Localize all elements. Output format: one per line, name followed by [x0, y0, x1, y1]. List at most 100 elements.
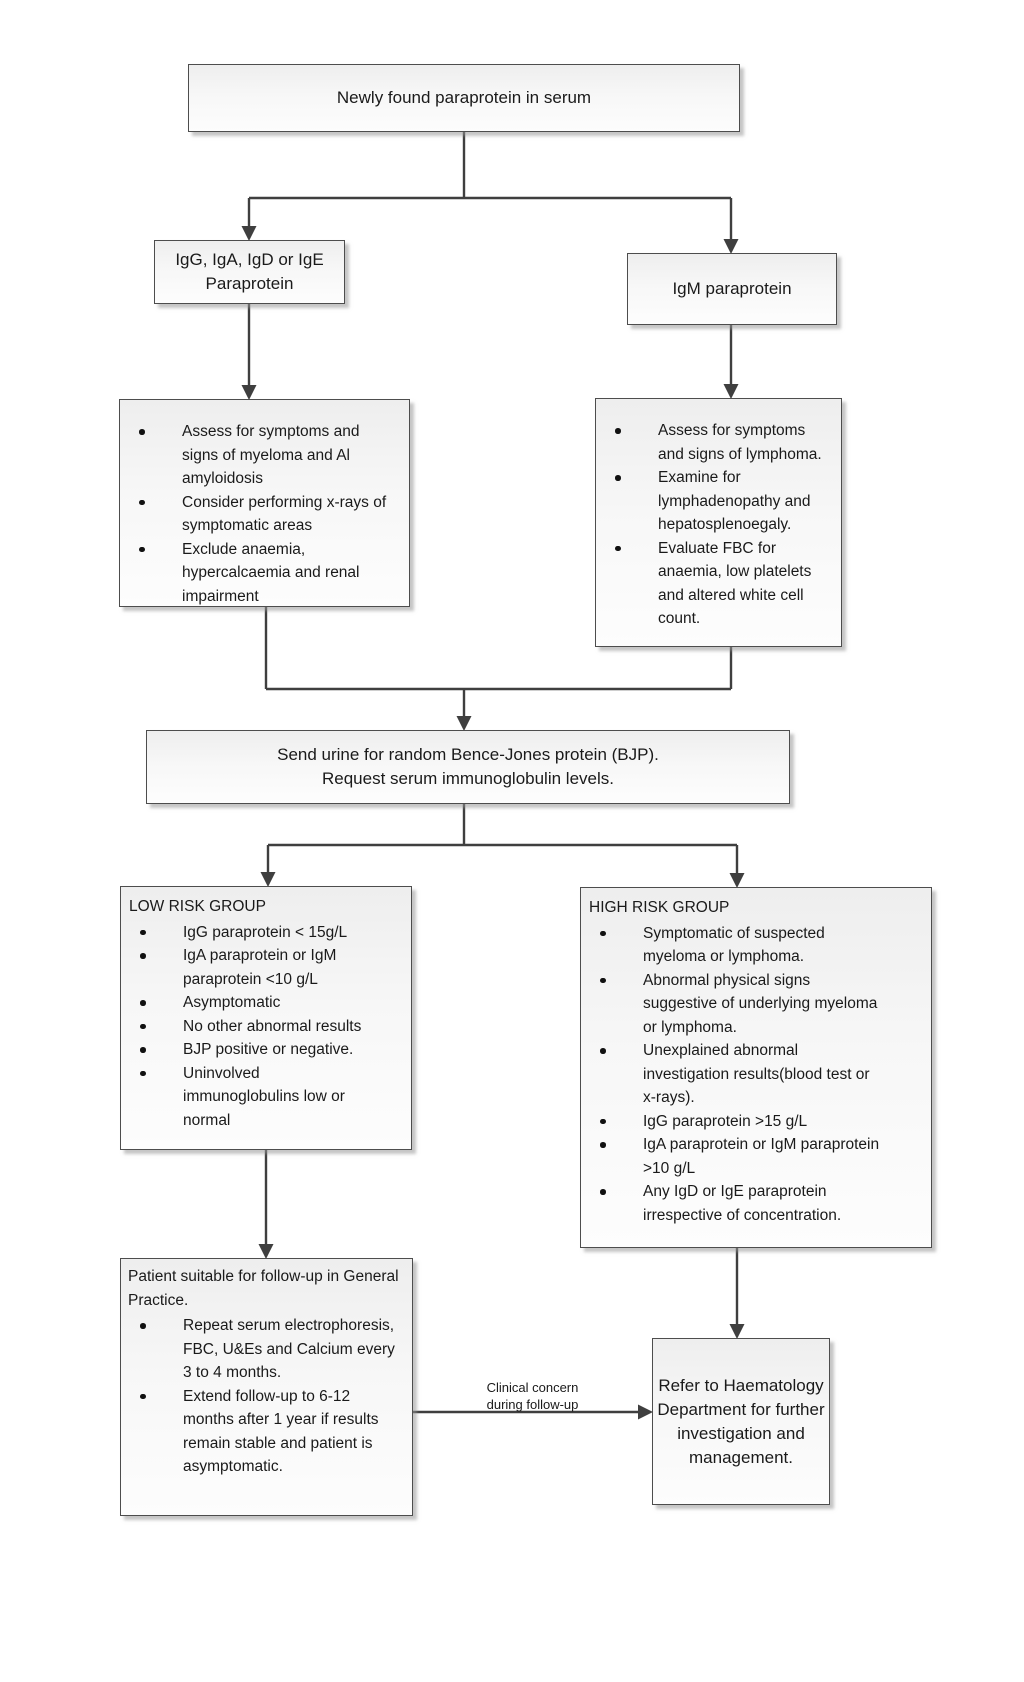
bullet-text: Evaluate FBC for anaemia, low platelets … — [658, 539, 812, 628]
bullet-item: IgA paraprotein or IgM paraprotein <10 g… — [121, 944, 411, 991]
bullet-text: Assess for symptoms and signs of myeloma… — [182, 423, 360, 487]
bullet-dot-col — [120, 538, 182, 609]
bullet-item: Unexplained abnormal investigation resul… — [581, 1039, 931, 1110]
bullet-dot — [140, 1393, 146, 1399]
node-lymphoma-workup: Assess for symptoms and signs of lymphom… — [595, 398, 842, 647]
bullet-text: Extend follow-up to 6-12 months after 1 … — [183, 1387, 379, 1476]
bullet-dot-col — [121, 1385, 183, 1479]
bullet-list: IgG paraprotein < 15g/L IgA paraprotein o… — [121, 919, 411, 1133]
bullet-text: Asymptomatic — [183, 994, 281, 1011]
bullet-dot-col — [596, 419, 658, 466]
bullet-dot-col — [121, 1314, 183, 1385]
node-start-label: Newly found paraprotein in serum — [336, 88, 592, 107]
node-gp-followup: Patient suitable for follow-up in Genera… — [120, 1258, 413, 1516]
bullet-dot-col — [120, 491, 182, 538]
bullet-item: Uninvolved immunoglobulins low or normal — [121, 1062, 411, 1133]
arrow-head — [729, 1324, 745, 1339]
bullet-item: Symptomatic of suspected myeloma or lymp… — [581, 922, 931, 969]
bullet-text: Unexplained abnormal investigation resul… — [643, 1042, 870, 1106]
node-refer-haematology: Refer to Haematology Department for furt… — [652, 1338, 830, 1505]
bullet-text: Uninvolved immunoglobulins low or normal — [183, 1064, 345, 1129]
bullet-dot — [139, 546, 145, 552]
high-risk-title: HIGH RISK GROUP — [589, 899, 730, 916]
arrow-head — [723, 239, 739, 254]
arrow-head — [723, 384, 739, 399]
arrow-head — [258, 1244, 274, 1259]
arrow-head — [456, 716, 472, 731]
bullet-dot-col — [581, 1180, 643, 1227]
bullet-dot — [140, 1047, 146, 1053]
arrow-head — [241, 226, 257, 241]
bullet-dot-col — [581, 969, 643, 1040]
bullet-text: IgA paraprotein or IgM paraprotein <10 g… — [183, 947, 337, 988]
bullet-item: Extend follow-up to 6-12 months after 1 … — [121, 1385, 412, 1479]
bullet-dot — [615, 475, 621, 481]
bullet-dot — [600, 1142, 606, 1148]
node-myeloma-workup: Assess for symptoms and signs of myeloma… — [119, 399, 410, 607]
bullet-dot-col — [121, 1015, 183, 1039]
bullet-dot-col — [581, 1039, 643, 1110]
bullet-item: Assess for symptoms and signs of lymphom… — [596, 419, 841, 466]
bullet-dot — [600, 930, 606, 936]
node-igg-label: IgG, IgA, IgD or IgE Paraprotein — [175, 250, 324, 293]
bullet-dot — [615, 545, 621, 551]
bullet-text: No other abnormal results — [183, 1017, 362, 1035]
bullet-text: Examine for lymphadenopathy and hepatosp… — [658, 469, 811, 533]
bullet-item: Exclude anaemia, hypercalcaemia and rena… — [120, 538, 409, 609]
bullet-item: Assess for symptoms and signs of myeloma… — [120, 420, 409, 491]
bullet-list: Assess for symptoms and signs of myeloma… — [120, 400, 409, 608]
bullet-item: Repeat serum electrophoresis, FBC, U&Es … — [121, 1314, 412, 1385]
node-start: Newly found paraprotein in serum — [188, 64, 740, 132]
bullet-item: Asymptomatic — [121, 991, 411, 1015]
edge-label-line1: Clinical concern — [486, 1380, 579, 1395]
bullet-text: Abnormal physical signs suggestive of un… — [643, 971, 878, 1036]
arrow-head — [729, 873, 745, 888]
node-high-risk-group: HIGH RISK GROUP Symptomatic of suspected… — [580, 887, 932, 1248]
bullet-dot — [600, 1048, 606, 1054]
arrow-head — [241, 385, 257, 400]
bullet-list: Repeat serum electrophoresis, FBC, U&Es … — [121, 1312, 412, 1479]
edge-split — [266, 804, 739, 874]
node-igg-group: IgG, IgA, IgD or IgE Paraprotein — [154, 240, 345, 304]
bullet-text: BJP positive or negative. — [183, 1041, 354, 1058]
bullet-dot — [140, 1070, 146, 1076]
bullet-item: IgA paraprotein or IgM paraprotein >10 g… — [581, 1133, 931, 1180]
bullet-dot — [615, 428, 621, 434]
bullet-dot — [140, 953, 146, 959]
bullet-dot — [139, 499, 145, 505]
arrow-head — [260, 872, 276, 887]
bullet-item: Any IgD or IgE paraprotein irrespective … — [581, 1180, 931, 1227]
node-send-urine-line1: Send urine for random Bence-Jones protei… — [277, 745, 659, 764]
bullet-item: IgG paraprotein < 15g/L — [121, 921, 411, 945]
bullet-dot-col — [596, 537, 658, 631]
bullet-dot-col — [596, 466, 658, 537]
bullet-dot-col — [121, 991, 183, 1015]
bullet-dot — [140, 1000, 146, 1006]
bullet-dot-col — [581, 922, 643, 969]
bullet-item: Abnormal physical signs suggestive of un… — [581, 969, 931, 1040]
bullet-text: Assess for symptoms and signs of lymphom… — [658, 422, 822, 463]
bullet-text: Any IgD or IgE paraprotein irrespective … — [643, 1183, 842, 1224]
bullet-dot — [600, 1118, 606, 1124]
bullet-item: Examine for lymphadenopathy and hepatosp… — [596, 466, 841, 537]
node-igm-group: IgM paraprotein — [627, 253, 837, 325]
edge-label-clinical-concern: Clinical concern during follow-up — [455, 1379, 610, 1413]
node-igm-label: IgM paraprotein — [672, 279, 792, 298]
low-risk-title: LOW RISK GROUP — [129, 898, 266, 915]
bullet-text: IgG paraprotein >15 g/L — [643, 1112, 808, 1130]
bullet-list: Assess for symptoms and signs of lymphom… — [596, 399, 841, 631]
bullet-text: Consider performing x-rays of symptomati… — [182, 493, 387, 535]
edge-label-line2: during follow-up — [486, 1397, 579, 1412]
bullet-item: BJP positive or negative. — [121, 1038, 411, 1062]
edge-start-branch — [249, 132, 731, 200]
bullet-item: Evaluate FBC for anaemia, low platelets … — [596, 537, 841, 631]
gp-followup-title: Patient suitable for follow-up in Genera… — [128, 1268, 399, 1309]
bullet-item: IgG paraprotein >15 g/L — [581, 1110, 931, 1134]
bullet-text: IgG paraprotein < 15g/L — [183, 923, 348, 941]
bullet-text: Repeat serum electrophoresis, FBC, U&Es … — [183, 1317, 395, 1381]
bullet-item: Consider performing x-rays of symptomati… — [120, 491, 409, 538]
bullet-text: Symptomatic of suspected myeloma or lymp… — [643, 924, 825, 966]
